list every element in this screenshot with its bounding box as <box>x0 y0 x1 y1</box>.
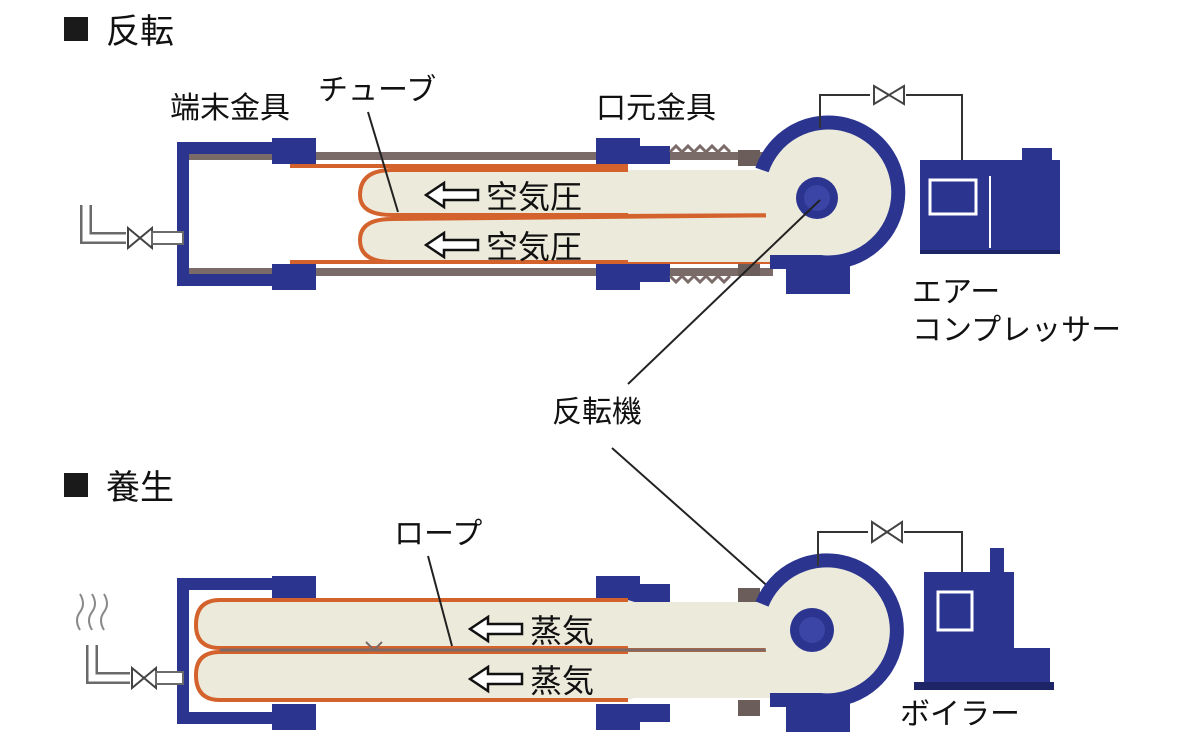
inverter-reel-hub-bottom <box>799 617 825 643</box>
thread-bottom <box>668 273 732 285</box>
arrow-left-icon <box>424 230 480 260</box>
inverter-base <box>786 262 850 294</box>
nut-top <box>738 150 760 166</box>
label-air-compressor-line2: コンプレッサー <box>912 313 1122 348</box>
air-compressor-cap <box>1022 148 1052 162</box>
end-fitting-flange-top <box>272 138 316 164</box>
boiler-side-unit <box>1014 648 1050 682</box>
section-title-text: 養生 <box>106 468 174 508</box>
valve-connector <box>151 231 184 245</box>
boiler-base <box>914 682 1054 690</box>
air-compressor-panel <box>928 178 978 216</box>
exhaust-valve-icon <box>131 665 157 691</box>
nut-bottom-b <box>738 700 760 716</box>
boiler-chimney <box>990 548 1004 574</box>
end-fitting-cap-bottom <box>177 578 290 724</box>
cured-fill-upper <box>628 602 778 648</box>
leader-inverter-top <box>627 199 821 385</box>
exhaust-pipe-outline <box>86 645 130 684</box>
section-title-text: 反転 <box>106 12 174 52</box>
tube-fill-upper <box>628 170 778 215</box>
inverter-reel-hub <box>804 185 830 211</box>
exhaust-pipe <box>88 645 130 682</box>
bullet-square-icon <box>64 472 88 497</box>
mouth-fitting-collar-top <box>640 146 670 164</box>
mouth-collar-bottom-b <box>640 704 670 722</box>
steam-line-left <box>817 531 868 566</box>
flow-steam-upper: 蒸気 <box>468 606 594 652</box>
arrow-left-icon <box>424 180 480 210</box>
label-rope: ロープ <box>394 517 483 552</box>
boiler-panel <box>936 590 974 632</box>
thread-top <box>668 143 732 155</box>
flow-air-lower: 空気圧 <box>424 222 582 268</box>
section-title-curing: 養生 <box>64 460 174 509</box>
arrow-left-icon <box>468 614 524 644</box>
inverter-base-bottom <box>786 700 850 732</box>
inversion-assembly <box>80 84 1060 294</box>
mouth-collar-top-b <box>640 584 670 602</box>
mouth-flange-top-b <box>596 576 640 602</box>
leader-rope <box>427 555 453 647</box>
pipe-wall-top <box>183 152 773 160</box>
valve-icon <box>127 225 153 251</box>
end-flange-bottom-b <box>272 704 316 730</box>
flow-steam-lower-text: 蒸気 <box>530 662 595 700</box>
tube-fill-lower <box>628 219 770 262</box>
label-boiler: ボイラー <box>900 697 1020 732</box>
flow-air-upper: 空気圧 <box>424 172 582 218</box>
steam-vapor-icon <box>76 593 108 631</box>
label-end-fitting: 端末金具 <box>170 91 290 126</box>
leader-tube <box>367 111 399 213</box>
label-air-compressor-line1: エアー <box>912 275 1001 310</box>
air-line-left <box>819 94 870 128</box>
flow-air-upper-text: 空気圧 <box>486 178 583 216</box>
bullet-square-icon <box>64 16 88 41</box>
inlet-pipe-outline <box>80 205 126 244</box>
arrow-left-icon <box>468 664 524 694</box>
tube-center-seam <box>391 213 806 219</box>
end-fitting-cap <box>177 142 290 286</box>
end-fitting-flange-bottom <box>272 264 316 290</box>
air-line-right <box>906 94 963 160</box>
label-mouth-fitting: 口元金具 <box>596 91 716 126</box>
nut-top-b <box>738 588 760 604</box>
flow-steam-upper-text: 蒸気 <box>530 612 595 650</box>
flow-air-lower-text: 空気圧 <box>486 228 583 266</box>
mouth-fitting-collar-bottom <box>640 264 670 282</box>
label-tube: チューブ <box>318 73 437 108</box>
end-flange-top-b <box>272 576 316 602</box>
flow-steam-lower: 蒸気 <box>468 656 594 702</box>
mouth-fitting-flange-bottom <box>596 264 640 290</box>
mouth-fitting-flange-top <box>596 138 640 164</box>
mouth-flange-bottom-b <box>596 704 640 730</box>
pipe-wall-bottom <box>183 268 773 276</box>
steam-line-right <box>904 531 963 572</box>
steam-valve-icon <box>871 520 903 544</box>
inlet-pipe <box>82 205 126 242</box>
air-valve-icon <box>873 84 905 106</box>
rope-knot-icon <box>365 641 383 652</box>
exhaust-connector <box>155 671 184 685</box>
section-title-inversion: 反転 <box>64 4 174 53</box>
label-inverter: 反転機 <box>552 395 642 430</box>
cured-fill-lower <box>628 652 778 698</box>
